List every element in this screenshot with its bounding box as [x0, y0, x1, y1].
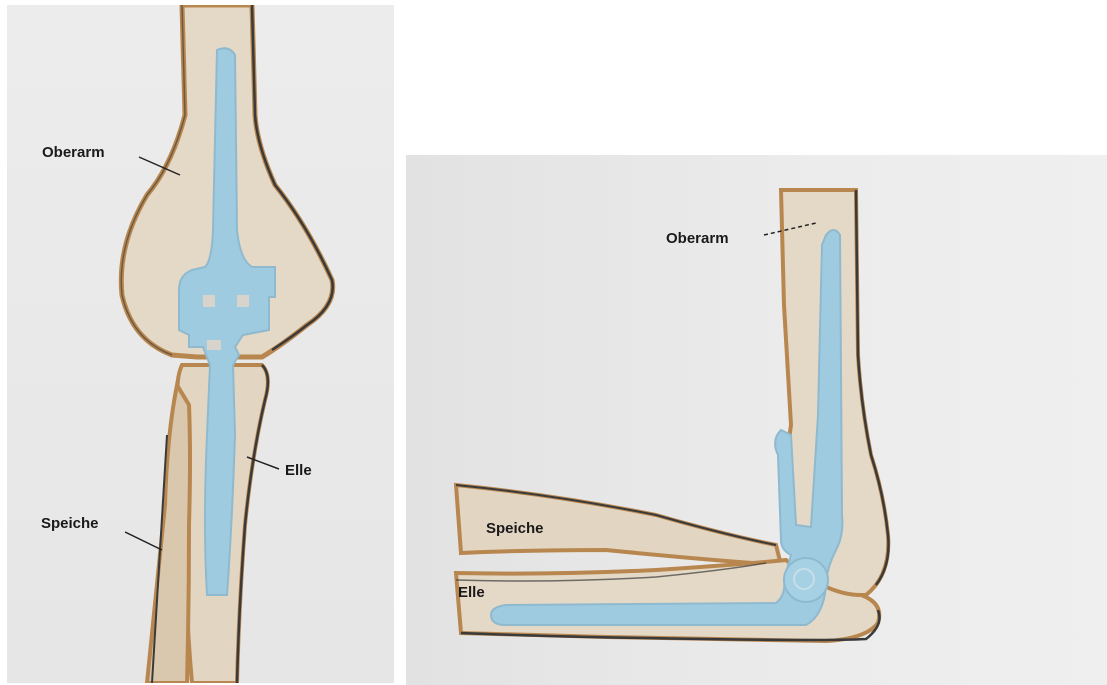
label-oberarm-left: Oberarm [42, 144, 105, 161]
frontal-view-panel: Oberarm Elle Speiche [7, 5, 394, 683]
label-elle-left: Elle [285, 462, 312, 479]
frontal-elbow-drawing: Oberarm Elle Speiche [7, 5, 394, 683]
label-speiche-left: Speiche [41, 515, 99, 532]
pointer-speiche-left [125, 532, 162, 550]
lateral-elbow-drawing: Oberarm Speiche Elle [406, 155, 1107, 685]
radius-bone [147, 385, 190, 683]
lateral-view-panel: Oberarm Speiche Elle [406, 155, 1107, 685]
label-oberarm-right: Oberarm [666, 230, 729, 247]
label-speiche-right: Speiche [486, 520, 544, 537]
label-elle-right: Elle [458, 584, 485, 601]
